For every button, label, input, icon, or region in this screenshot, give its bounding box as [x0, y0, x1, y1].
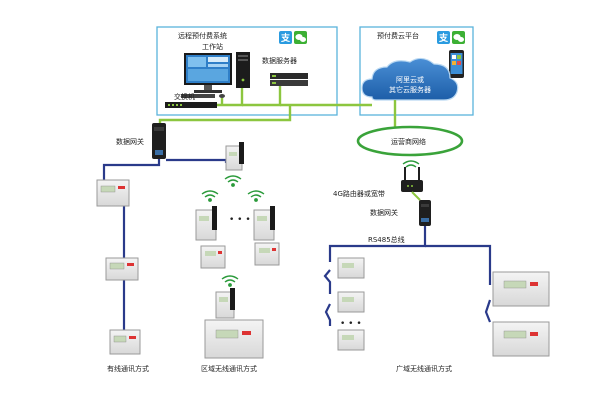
alipay-icon: 支 [279, 31, 292, 44]
left-gateway-label: 数据网关 [116, 137, 144, 146]
cloud-platform-box [359, 26, 474, 116]
wireless-meter-2 [253, 206, 275, 241]
wide-meter-1 [337, 257, 365, 279]
operator-network-ellipse [356, 125, 464, 157]
wired-meter-2 [105, 257, 139, 281]
wifi-signal-icon [221, 275, 239, 287]
rs485-bus-label: RS485总线 [368, 235, 405, 244]
mode-wired-label: 有线通讯方式 [107, 364, 149, 373]
wide-meter-2 [337, 291, 365, 313]
wireless-meter-3 [200, 245, 226, 269]
wide-ellipsis: • • • [340, 319, 362, 329]
wireless-meter-5 [215, 288, 235, 319]
smartphone-icon [449, 50, 464, 78]
alipay-icon: 支 [437, 31, 450, 44]
wide-large-meter-2 [492, 321, 550, 357]
pc-tower-icon [236, 52, 250, 88]
wifi-signal-icon [402, 160, 420, 168]
workstation-computer-icon [181, 53, 232, 98]
rs485-bus-lines [102, 158, 492, 330]
large-meter-box [204, 319, 264, 359]
wechat-icon [294, 31, 307, 44]
cloud-label-line2: 其它云服务器 [389, 85, 431, 94]
svg-text:支: 支 [280, 32, 291, 44]
wifi-signal-icon [224, 175, 242, 187]
operator-network-label: 运营商网络 [391, 137, 426, 146]
right-gateway-label: 数据网关 [370, 208, 398, 217]
remote-system-title: 远程预付费系统 [178, 31, 227, 40]
svg-text:支: 支 [438, 32, 449, 44]
mode-local-wireless-label: 区域无线通讯方式 [201, 364, 257, 373]
cloud-icon [361, 57, 459, 101]
left-gateway-device-icon [152, 123, 166, 159]
router-gateway-link [411, 191, 421, 201]
wifi-signal-icon [247, 190, 265, 202]
ethernet-lines [158, 86, 397, 128]
wide-large-meter-1 [492, 271, 550, 307]
wired-meter-3 [109, 329, 141, 355]
wireless-meter-4 [254, 242, 280, 266]
remote-system-box [156, 26, 338, 116]
cloud-label-line1: 阿里云或 [396, 75, 424, 84]
network-switch-icon [165, 102, 217, 108]
wifi-signal-icon [201, 190, 219, 202]
data-server-label: 数据服务器 [262, 56, 297, 65]
cloud-platform-title: 预付费云平台 [377, 31, 419, 40]
workstation-label: 工作站 [202, 42, 223, 51]
router-4g-label: 4G路由器或宽带 [333, 189, 385, 198]
switch-label: 交换机 [174, 92, 195, 101]
wired-meter-1 [96, 179, 130, 207]
mode-wide-wireless-label: 广域无线通讯方式 [396, 364, 452, 373]
wireless-ellipsis: • • • [229, 215, 251, 225]
wide-meter-3 [337, 329, 365, 351]
wechat-icon [452, 31, 465, 44]
right-gateway-device-icon [419, 200, 431, 226]
router-4g-icon [401, 167, 423, 192]
wireless-meter-1 [195, 206, 217, 241]
wireless-concentrator-icon [225, 142, 244, 171]
data-server-icon [270, 73, 308, 86]
